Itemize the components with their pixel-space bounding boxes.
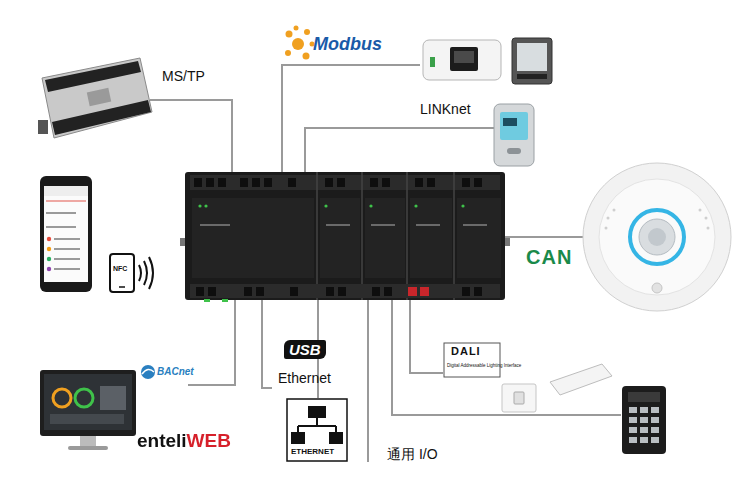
bacnet-logo <box>141 365 155 379</box>
ethernet-icon-text: ETHERNET <box>291 447 334 456</box>
main-controller <box>180 172 510 302</box>
can-sensor <box>583 163 731 311</box>
protocol-label: Ethernet <box>278 370 331 386</box>
dali-subtitle: Digital Addressable Lighting Interface <box>447 363 521 368</box>
linknet-thermostat <box>494 104 534 166</box>
dali-logo-text: DALI <box>451 345 481 358</box>
dali-devices <box>444 343 666 454</box>
modbus-logo-text: Modbus <box>313 34 382 55</box>
smartphone <box>40 176 92 292</box>
wires <box>150 65 621 462</box>
nfc-text: NFC <box>113 265 127 273</box>
usb-logo-text: USB <box>284 340 326 359</box>
modbus-devices <box>423 38 552 84</box>
ethernet-icon <box>287 399 347 461</box>
monitor <box>40 370 136 450</box>
protocol-label: LINKnet <box>420 101 471 117</box>
nfc-icon <box>110 254 153 292</box>
protocol-label: 通用 I/O <box>387 446 438 462</box>
mstp-device <box>38 58 152 138</box>
enteliweb-logo-text: enteliWEB <box>137 430 231 452</box>
can-logo-text: CAN <box>526 246 572 269</box>
modbus-logo <box>285 26 315 60</box>
bacnet-logo-text: BACnet <box>157 366 194 378</box>
protocol-label: MS/TP <box>162 68 205 84</box>
